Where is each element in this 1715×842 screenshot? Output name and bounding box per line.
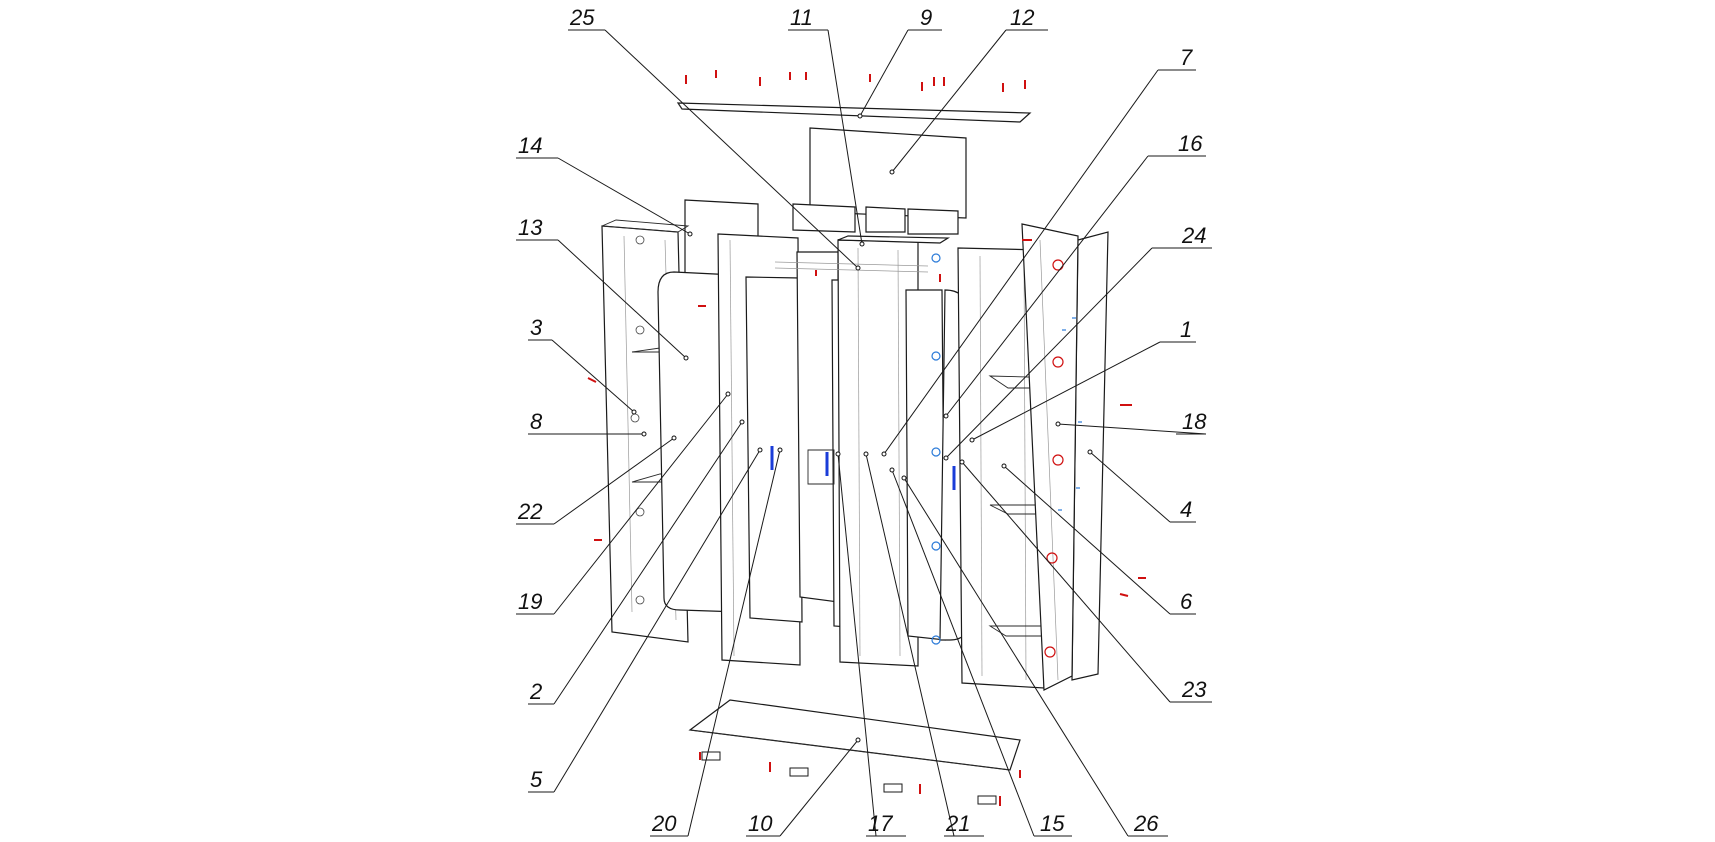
callout-24: 24 <box>945 223 1212 459</box>
callout-3: 3 <box>528 315 635 413</box>
callout-23: 23 <box>961 461 1212 703</box>
callout-21: 21 <box>865 453 984 837</box>
callout-label: 2 <box>529 679 542 704</box>
callout-16: 16 <box>945 131 1206 417</box>
callout-20: 20 <box>650 449 781 837</box>
upper-back-rails <box>792 203 959 235</box>
loose-fasteners <box>587 270 1146 597</box>
callout-label: 25 <box>569 5 595 30</box>
callout-label: 22 <box>517 499 542 524</box>
callout-19: 19 <box>516 393 729 615</box>
callout-label: 23 <box>1181 677 1207 702</box>
right-middle-door <box>905 289 946 641</box>
blue-cam-marks <box>931 253 1082 645</box>
callout-label: 5 <box>530 767 543 792</box>
leader-dots <box>631 113 1093 743</box>
callout-label: 11 <box>790 5 813 30</box>
callout-18: 18 <box>1057 409 1207 435</box>
callout-26: 26 <box>903 477 1168 837</box>
callout-label: 14 <box>518 133 542 158</box>
callout-9: 9 <box>859 5 942 117</box>
callout-5: 5 <box>528 449 761 793</box>
callout-label: 10 <box>748 811 773 836</box>
top-panel <box>676 102 1032 123</box>
top-dowel-pins <box>685 70 1026 92</box>
callout-label: 17 <box>868 811 893 836</box>
callout-15: 15 <box>891 469 1072 837</box>
callout-label: 18 <box>1182 409 1207 434</box>
callout-label: 13 <box>518 215 543 240</box>
callout-12: 12 <box>891 5 1048 173</box>
callout-11: 11 <box>788 5 863 245</box>
callout-14: 14 <box>516 133 691 235</box>
callout-label: 21 <box>945 811 970 836</box>
upper-middle-rail <box>774 235 951 273</box>
right-side-panel <box>1021 223 1079 691</box>
callout-label: 12 <box>1010 5 1034 30</box>
callout-2: 2 <box>528 421 743 705</box>
callout-label: 15 <box>1040 811 1065 836</box>
callout-label: 3 <box>530 315 543 340</box>
callout-10: 10 <box>746 739 859 837</box>
callout-1: 1 <box>971 317 1196 441</box>
callout-label: 24 <box>1181 223 1206 248</box>
callout-13: 13 <box>516 215 687 359</box>
callout-6: 6 <box>1003 465 1196 615</box>
callout-label: 8 <box>530 409 543 434</box>
callout-8: 8 <box>528 409 644 435</box>
back-panel <box>809 127 967 219</box>
callout-22: 22 <box>516 437 675 525</box>
callout-label: 20 <box>651 811 677 836</box>
callout-label: 1 <box>1180 317 1192 342</box>
base-panel <box>688 699 1021 771</box>
callout-label: 7 <box>1180 45 1193 70</box>
base-feet <box>699 751 1021 806</box>
callout-25: 25 <box>568 5 859 269</box>
callout-4: 4 <box>1089 451 1196 523</box>
callout-label: 6 <box>1180 589 1193 614</box>
left-middle-door <box>745 276 803 623</box>
callout-label: 26 <box>1133 811 1159 836</box>
callout-label: 9 <box>920 5 932 30</box>
callout-label: 16 <box>1178 131 1203 156</box>
right-hinge-marks <box>1022 239 1064 658</box>
callout-17: 17 <box>837 453 906 837</box>
callout-label: 19 <box>518 589 542 614</box>
callout-7: 7 <box>883 45 1196 455</box>
callout-label: 4 <box>1180 497 1192 522</box>
